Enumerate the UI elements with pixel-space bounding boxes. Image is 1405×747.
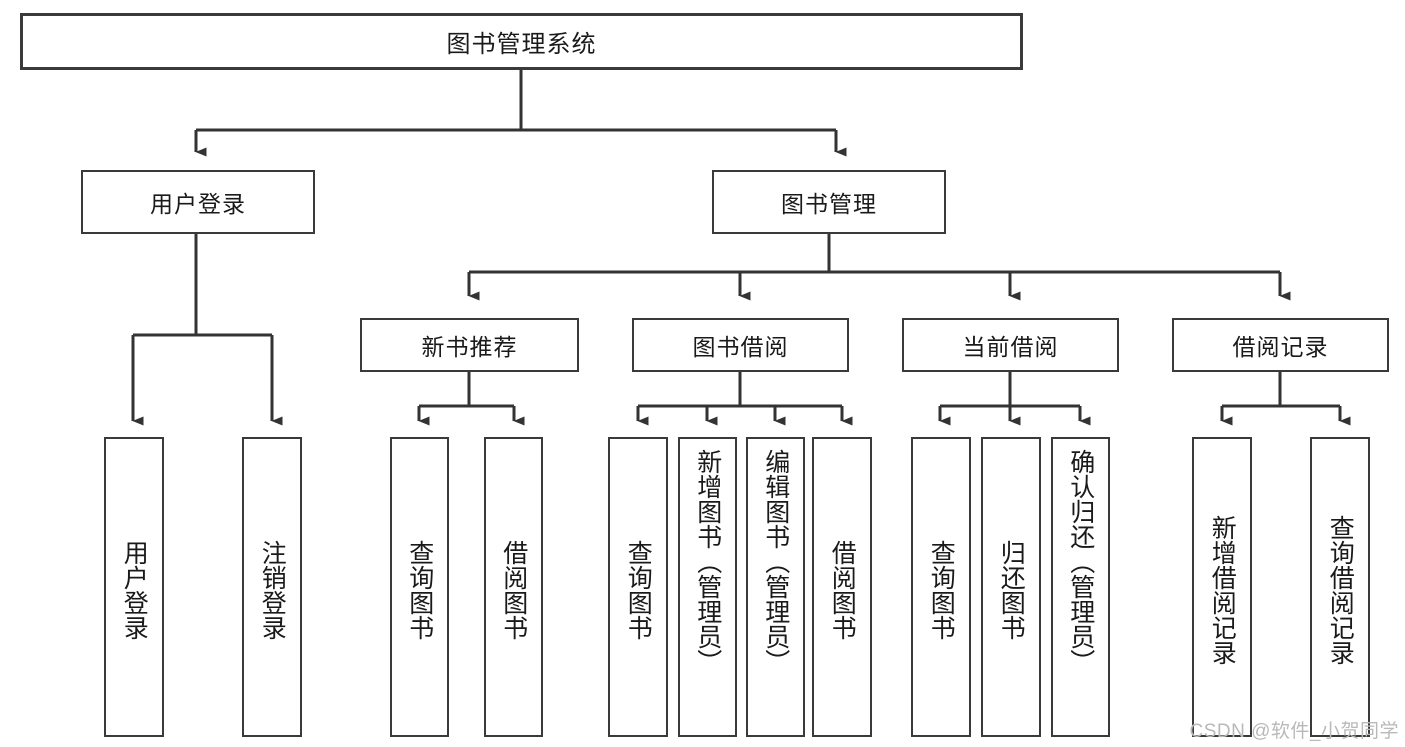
node-root-label: 图书管理系统 (446, 31, 597, 58)
leaf-confirm-return-admin[interactable]: 确认归还（管理员） (1051, 437, 1110, 737)
leaf-add-book-admin-label: 新增图书（管理员） (693, 449, 722, 674)
leaf-borrow-book-recommendation[interactable]: 借阅图书 (484, 437, 543, 737)
leaf-add-borrowing-record[interactable]: 新增借阅记录 (1192, 437, 1252, 737)
leaf-query-book-current[interactable]: 查询图书 (911, 437, 971, 737)
leaf-query-borrowing-record-label: 查询借阅记录 (1326, 515, 1355, 665)
leaf-logout[interactable]: 注销登录 (242, 437, 302, 737)
leaf-query-book-borrowing[interactable]: 查询图书 (608, 437, 668, 737)
node-book-borrowing-label: 图书借阅 (692, 334, 789, 360)
watermark: CSDN @软件_小贺同学 (1189, 721, 1399, 742)
leaf-user-login[interactable]: 用户登录 (104, 437, 164, 737)
leaf-edit-book-admin-label: 编辑图书（管理员） (761, 449, 790, 674)
leaf-add-borrowing-record-label: 新增借阅记录 (1208, 515, 1237, 665)
leaf-borrow-book[interactable]: 借阅图书 (812, 437, 872, 737)
leaf-borrow-book-recommendation-label: 借阅图书 (499, 540, 528, 640)
leaf-return-book-label: 归还图书 (997, 540, 1026, 640)
node-user-login[interactable]: 用户登录 (81, 170, 315, 234)
leaf-user-login-label: 用户登录 (120, 540, 149, 640)
leaf-query-book-recommendation-label: 查询图书 (405, 540, 434, 640)
leaf-add-book-admin[interactable]: 新增图书（管理员） (678, 437, 737, 737)
node-borrowing-record[interactable]: 借阅记录 (1172, 318, 1389, 372)
node-current-borrowing-label: 当前借阅 (962, 334, 1059, 360)
node-current-borrowing[interactable]: 当前借阅 (902, 318, 1119, 372)
node-user-login-label: 用户登录 (150, 191, 246, 217)
leaf-borrow-book-label: 借阅图书 (828, 540, 857, 640)
leaf-return-book[interactable]: 归还图书 (981, 437, 1041, 737)
leaf-query-borrowing-record[interactable]: 查询借阅记录 (1310, 437, 1370, 737)
leaf-query-book-borrowing-label: 查询图书 (624, 540, 653, 640)
node-book-management-label: 图书管理 (781, 191, 877, 217)
leaf-query-book-recommendation[interactable]: 查询图书 (390, 437, 449, 737)
node-root-book-management-system[interactable]: 图书管理系统 (20, 13, 1023, 70)
node-borrowing-record-label: 借阅记录 (1232, 334, 1329, 360)
node-new-book-recommendation-label: 新书推荐 (421, 334, 518, 360)
leaf-confirm-return-admin-label: 确认归还（管理员） (1066, 449, 1095, 674)
node-book-borrowing[interactable]: 图书借阅 (632, 318, 849, 372)
leaf-query-book-current-label: 查询图书 (927, 540, 956, 640)
leaf-edit-book-admin[interactable]: 编辑图书（管理员） (746, 437, 805, 737)
node-new-book-recommendation[interactable]: 新书推荐 (360, 318, 579, 372)
node-book-management[interactable]: 图书管理 (712, 170, 946, 234)
leaf-logout-label: 注销登录 (258, 540, 287, 640)
